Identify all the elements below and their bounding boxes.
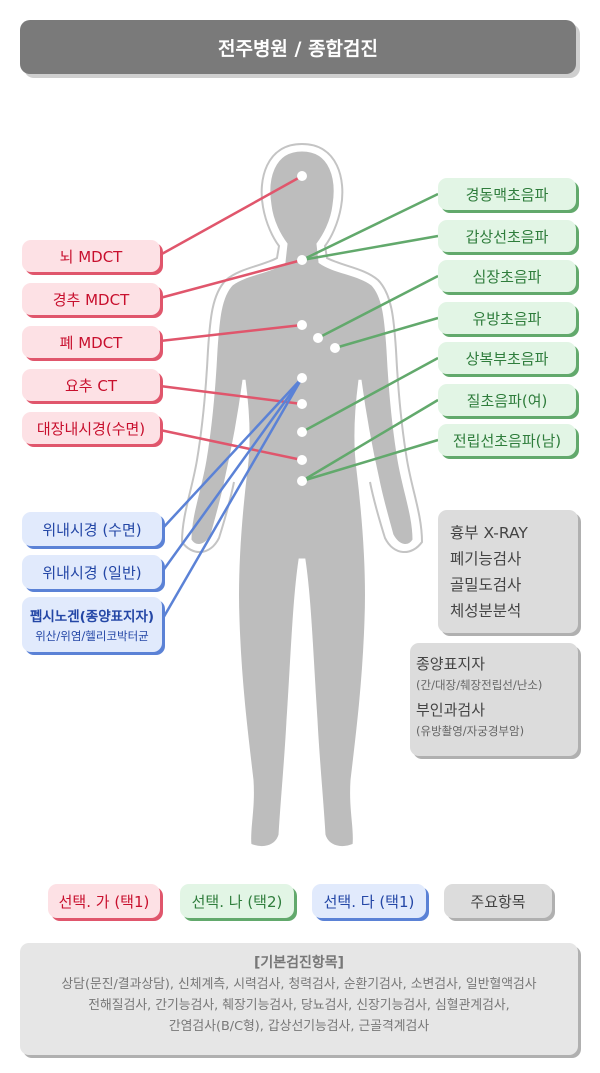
main-item-title: 종양표지자 bbox=[416, 655, 486, 673]
connector-line bbox=[301, 234, 439, 262]
main-items-box-2: 종양표지자 (간/대장/췌장전립선/난소) 부인과검사 (유방촬영/자궁경부암) bbox=[410, 643, 578, 756]
option-lung-mdct[interactable]: 폐 MDCT bbox=[22, 326, 160, 358]
body-point bbox=[297, 373, 307, 383]
main-item: 폐기능검사 bbox=[450, 550, 522, 568]
connector-line bbox=[160, 377, 304, 621]
body-point bbox=[297, 399, 307, 409]
main-item: 체성분분석 bbox=[450, 602, 522, 620]
main-item-sub: (유방촬영/자궁경부암) bbox=[416, 724, 525, 738]
connector-line bbox=[301, 398, 439, 483]
option-cardiac-us[interactable]: 심장초음파 bbox=[438, 260, 576, 292]
option-brain-mdct[interactable]: 뇌 MDCT bbox=[22, 240, 160, 272]
connector-line bbox=[160, 377, 304, 573]
main-item-title: 부인과검사 bbox=[416, 701, 486, 719]
page-title: 전주병원 / 종합검진 bbox=[20, 20, 576, 74]
option-vaginal-us[interactable]: 질초음파(여) bbox=[438, 384, 576, 416]
basic-exam-box: [기본검진항목] 상담(문진/결과상담), 신체계측, 시력검사, 청력검사, … bbox=[20, 943, 578, 1055]
option-carotid-us[interactable]: 경동맥초음파 bbox=[438, 178, 576, 210]
connector-line bbox=[159, 428, 303, 462]
pepsinogen-title: 펩시노겐(종양표지자) bbox=[29, 609, 155, 625]
body-point bbox=[297, 455, 307, 465]
option-pepsinogen[interactable]: 펩시노겐(종양표지자) 위산/위염/헬리코박터균 bbox=[22, 597, 162, 652]
basic-exam-line: 전해질검사, 간기능검사, 췌장기능검사, 당뇨검사, 신장기능검사, 심혈관계… bbox=[88, 998, 510, 1013]
legend-option-a: 선택. 가 (택1) bbox=[48, 884, 160, 918]
connector-line bbox=[301, 438, 439, 483]
connector-line bbox=[159, 384, 303, 406]
option-colonoscopy[interactable]: 대장내시경(수면) bbox=[22, 412, 160, 444]
legend-option-c: 선택. 다 (택1) bbox=[312, 884, 426, 918]
connector-line bbox=[161, 377, 303, 530]
connector-line bbox=[159, 174, 303, 257]
option-abdominal-us[interactable]: 상복부초음파 bbox=[438, 342, 576, 374]
connector-line bbox=[334, 316, 439, 350]
basic-exam-line: 간염검사(B/C형), 갑상선기능검사, 근골격계검사 bbox=[168, 1019, 430, 1034]
option-cervical-mdct[interactable]: 경추 MDCT bbox=[22, 283, 160, 315]
option-lumbar-ct[interactable]: 요추 CT bbox=[22, 369, 160, 401]
option-thyroid-us[interactable]: 갑상선초음파 bbox=[438, 220, 576, 252]
connector-line bbox=[159, 323, 303, 343]
body-silhouette bbox=[188, 148, 416, 849]
option-prostate-us[interactable]: 전립선초음파(남) bbox=[438, 424, 576, 456]
body-point bbox=[330, 343, 340, 353]
legend-option-b: 선택. 나 (택2) bbox=[180, 884, 294, 918]
basic-exam-title: [기본검진항목] bbox=[253, 955, 345, 971]
connector-line bbox=[301, 356, 439, 434]
option-breast-us[interactable]: 유방초음파 bbox=[438, 302, 576, 334]
connector-line bbox=[159, 258, 303, 300]
main-item: 흉부 X-RAY bbox=[450, 524, 528, 542]
connector-line bbox=[317, 274, 439, 340]
pepsinogen-sub: 위산/위염/헬리코박터균 bbox=[35, 629, 149, 643]
body-point bbox=[297, 476, 307, 486]
main-item-sub: (간/대장/췌장전립선/난소) bbox=[416, 678, 543, 692]
option-endoscopy-sedated[interactable]: 위내시경 (수면) bbox=[22, 512, 162, 546]
option-endoscopy-general[interactable]: 위내시경 (일반) bbox=[22, 555, 162, 589]
main-items-box: 흉부 X-RAY 폐기능검사 골밀도검사 체성분분석 bbox=[438, 510, 578, 633]
body-point bbox=[297, 427, 307, 437]
main-item: 골밀도검사 bbox=[450, 576, 522, 594]
legend-main: 주요항목 bbox=[444, 884, 552, 918]
basic-exam-line: 상담(문진/결과상담), 신체계측, 시력검사, 청력검사, 순환기검사, 소변… bbox=[61, 977, 537, 992]
body-point bbox=[297, 320, 307, 330]
body-point bbox=[313, 333, 323, 343]
body-point bbox=[297, 255, 307, 265]
connector-line bbox=[301, 192, 439, 262]
body-point bbox=[297, 171, 307, 181]
